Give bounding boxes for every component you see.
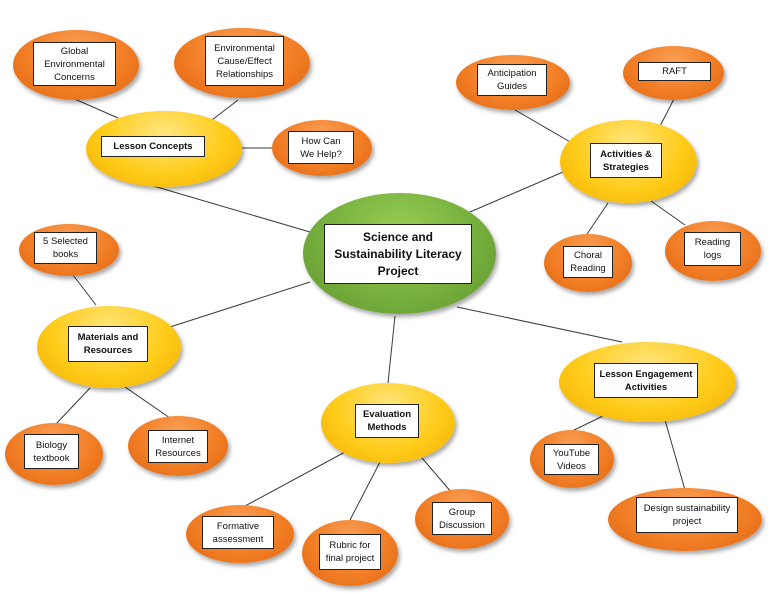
connector-materials-biology [54, 387, 91, 426]
youtube-videos-label: YouTube Videos [544, 444, 599, 475]
how-can-we-help-label: How Can We Help? [288, 131, 354, 164]
raft-label: RAFT [638, 62, 711, 81]
group-discussion-label: Group Discussion [432, 502, 492, 535]
lesson-concepts-label: Lesson Concepts [101, 136, 205, 157]
connector-center-activities [469, 171, 564, 213]
design-sustainability-label: Design sustainability project [636, 497, 738, 533]
activities-strategies-label: Activities & Strategies [590, 143, 662, 178]
environmental-relationships-label: Environmental Cause/Effect Relationships [205, 36, 284, 86]
connector-activities-choral [582, 202, 609, 241]
connector-engagement-design [664, 419, 686, 491]
connector-concepts-environmental [211, 99, 239, 121]
biology-textbook-label: Biology textbook [24, 434, 79, 469]
connector-center-engagement [456, 306, 623, 343]
reading-logs-label: Reading logs [684, 232, 741, 266]
selected-books-label: 5 Selected books [34, 232, 97, 264]
lesson-engagement-label: Lesson Engagement Activities [594, 363, 698, 398]
connector-evaluation-rubric [349, 461, 381, 521]
rubric-final-project-label: Rubric for final project [319, 534, 381, 570]
connector-activities-reading [650, 200, 686, 226]
internet-resources-label: Internet Resources [148, 430, 208, 463]
materials-resources-label: Materials and Resources [68, 326, 148, 362]
connector-engagement-youtube [569, 415, 604, 433]
center-node-label: Science and Sustainability Literacy Proj… [324, 224, 472, 284]
choral-reading-label: Choral Reading [563, 246, 613, 278]
connector-center-materials [169, 281, 311, 328]
connector-activities-anticipation [509, 106, 573, 144]
connector-evaluation-group [421, 457, 453, 494]
connector-concepts-global [69, 96, 119, 119]
connector-evaluation-formative [244, 451, 346, 507]
formative-assessment-label: Formative assessment [202, 516, 274, 549]
global-concerns-label: Global Environmental Concerns [33, 42, 116, 86]
evaluation-methods-label: Evaluation Methods [355, 404, 419, 438]
connector-materials-internet [124, 386, 171, 419]
connector-center-evaluation [387, 315, 396, 384]
connector-materials-books [72, 274, 97, 306]
connector-center-lesson-concepts [149, 184, 311, 233]
anticipation-guides-label: Anticipation Guides [477, 64, 547, 96]
